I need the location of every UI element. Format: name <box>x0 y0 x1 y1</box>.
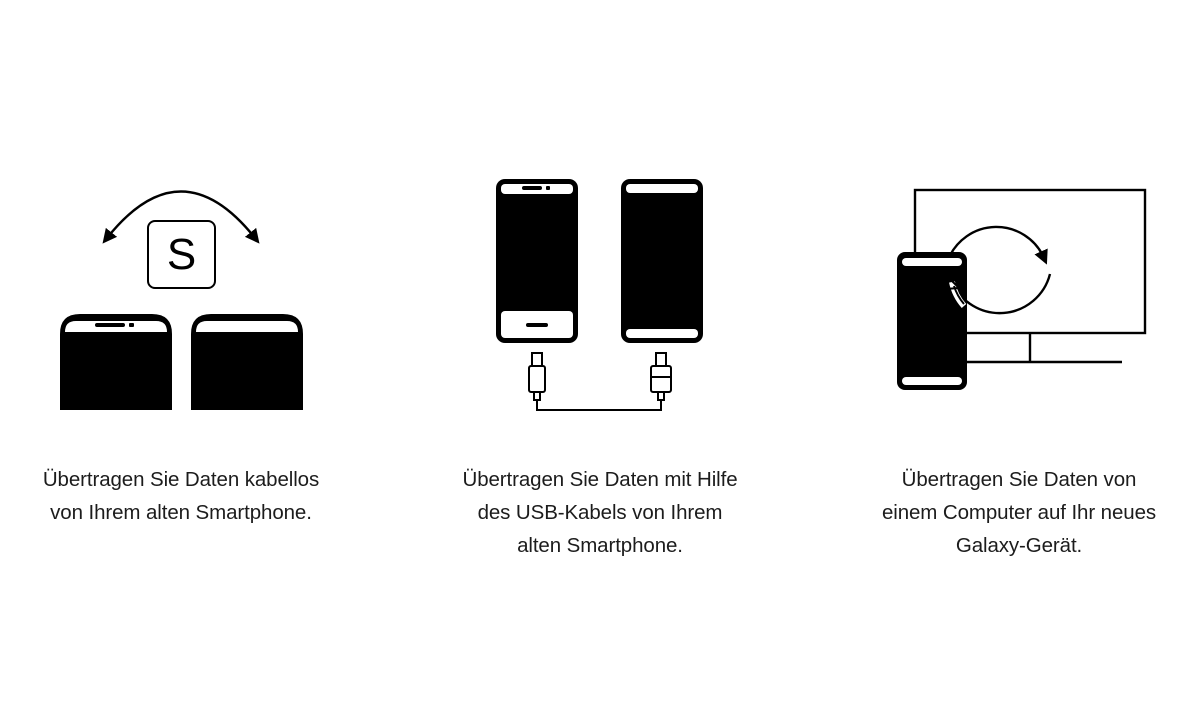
smart-switch-logo-icon: S <box>147 220 216 289</box>
caption-line: Übertragen Sie Daten mit Hilfe <box>462 468 738 491</box>
usb-cable-transfer-icon <box>490 170 710 420</box>
wireless-transfer-icon: S <box>55 170 310 420</box>
caption-line: von Ihrem alten Smartphone. <box>50 501 312 524</box>
old-phone-icon <box>60 314 172 410</box>
caption-line: Übertragen Sie Daten von <box>901 468 1137 491</box>
caption-line: des USB-Kabels von Ihrem <box>477 501 723 524</box>
new-phone-icon <box>621 179 703 343</box>
usb-cable-icon <box>528 352 672 411</box>
caption-line: Galaxy-Gerät. <box>955 534 1083 557</box>
caption-line: Übertragen Sie Daten kabellos <box>42 468 320 491</box>
new-phone-icon <box>191 314 303 410</box>
galaxy-phone-icon <box>897 252 967 390</box>
old-phone-icon <box>496 179 578 343</box>
computer-transfer-caption: Übertragen Sie Daten von einem Computer … <box>849 463 1189 562</box>
wireless-transfer-caption: Übertragen Sie Daten kabellos von Ihrem … <box>11 463 351 529</box>
caption-line: einem Computer auf Ihr neues <box>881 501 1157 524</box>
smart-switch-logo-letter: S <box>167 230 196 279</box>
computer-transfer-icon <box>890 170 1152 420</box>
caption-line: alten Smartphone. <box>517 534 683 557</box>
usb-transfer-caption: Übertragen Sie Daten mit Hilfe des USB-K… <box>430 463 770 562</box>
